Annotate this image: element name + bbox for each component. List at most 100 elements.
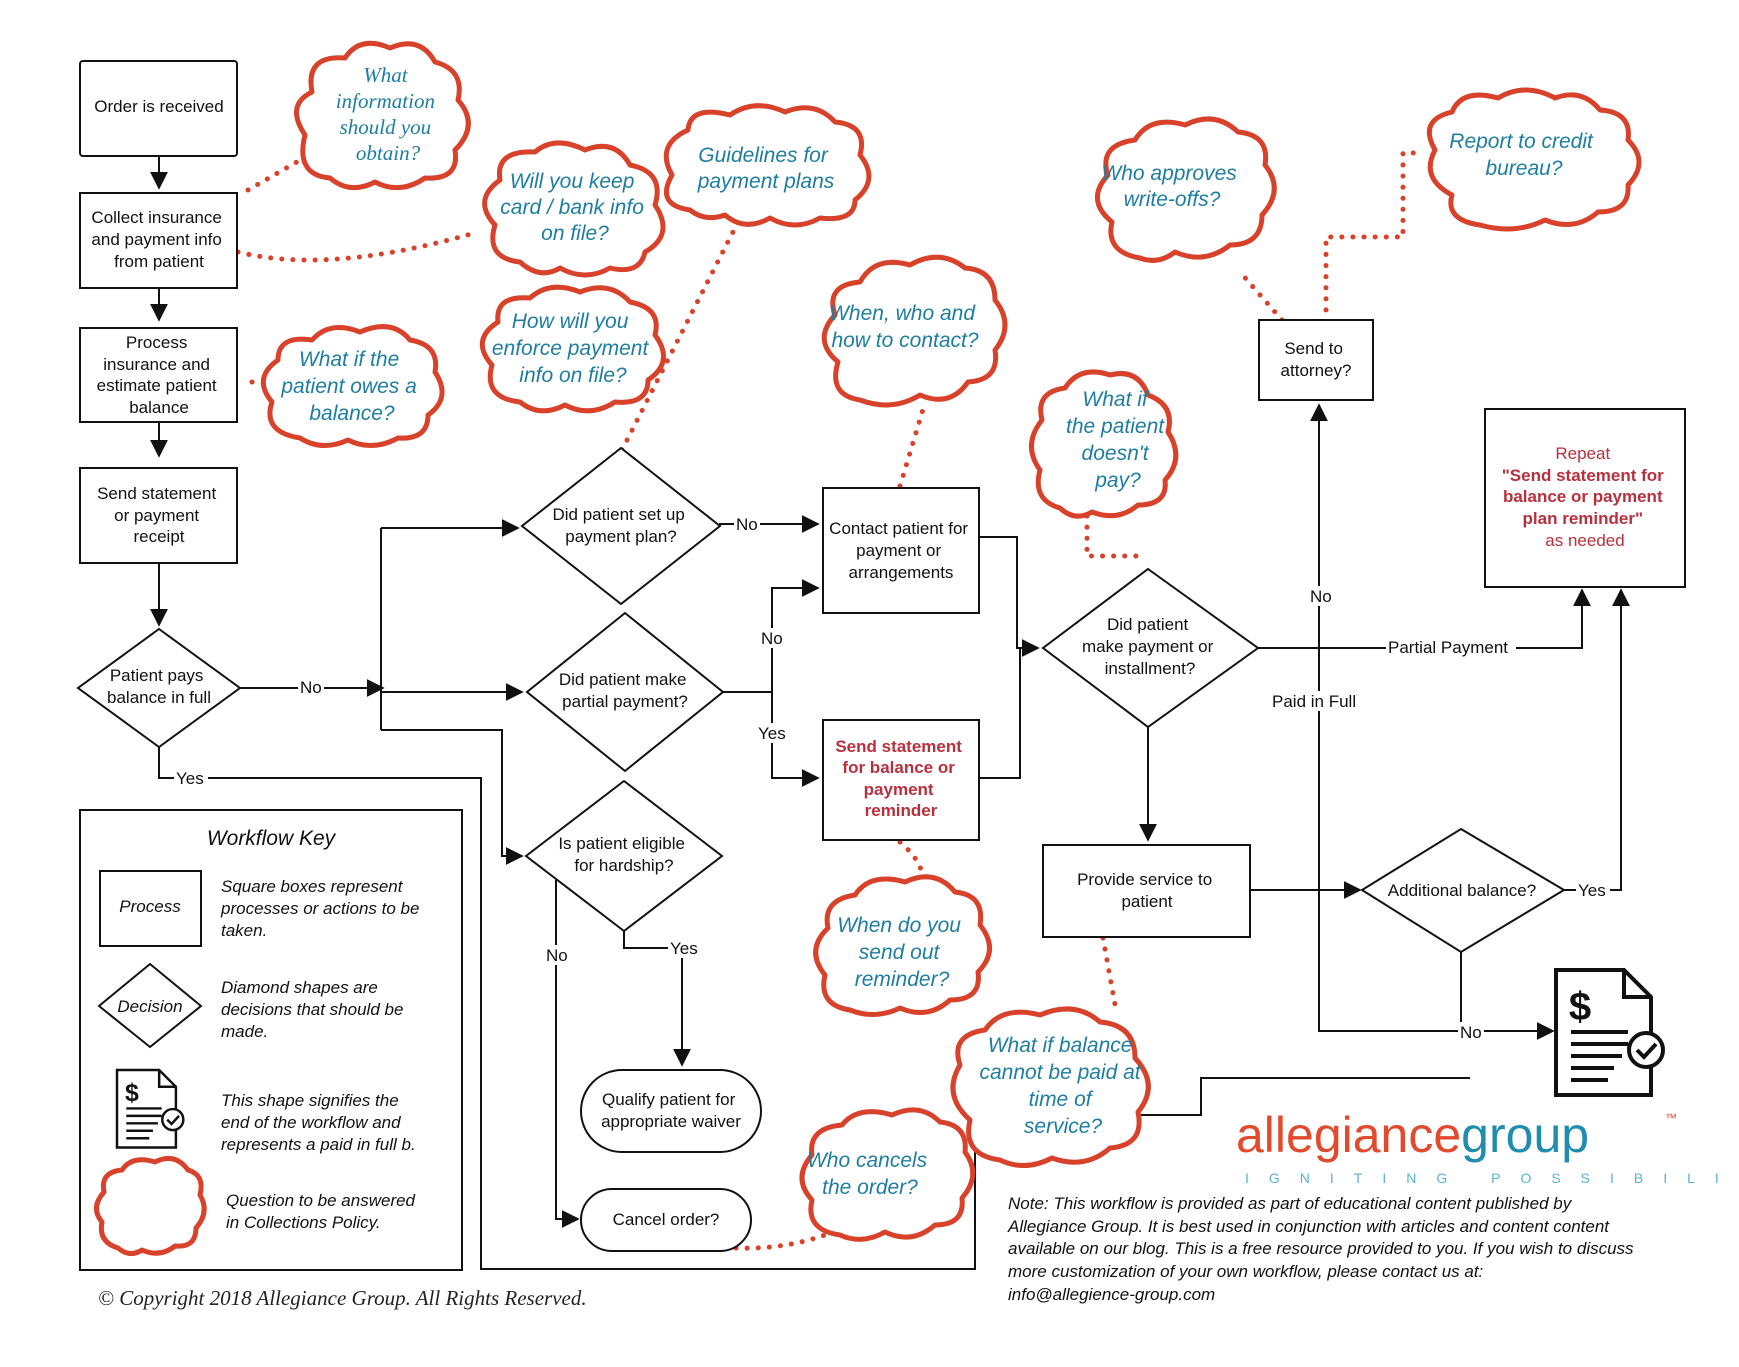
decision-make-payment: Did patient make payment or installment?: [1041, 567, 1260, 729]
edge-label-no: No: [1460, 1023, 1482, 1042]
process-send-attorney: Send to attorney?: [1258, 319, 1374, 401]
logo-tm: ™: [1665, 1111, 1677, 1125]
svg-text:Diamond shapes are decis: Diamond shapes are decisions that should…: [221, 978, 408, 1041]
svg-text:What information s: What information should you obtain?: [336, 63, 440, 165]
node-text: Qualify patient for: [602, 1090, 736, 1109]
svg-text:How will you enforce pay: How will you enforce payment info on fil…: [492, 310, 654, 387]
question-text: bureau?: [1485, 157, 1562, 180]
process-contact-patient: Contact patient for payment or arrangeme…: [822, 487, 980, 614]
node-text: insurance and: [103, 355, 210, 374]
question-text: payment plans: [697, 170, 835, 193]
svg-text:Guidelines for payment p: Guidelines for payment plans: [697, 144, 835, 193]
question-text: card / bank info: [500, 196, 644, 219]
key-process-label: Process: [119, 897, 181, 916]
decision-partial-payment: Did patient make partial payment?: [525, 611, 725, 773]
question-cloud-send-reminder: When do you send out reminder?: [813, 874, 992, 1017]
svg-text:What if balance cannot b: What if balance cannot be paid at time o…: [980, 1034, 1147, 1138]
svg-text:allegiancegroup: allegiancegroup: [1236, 1107, 1589, 1163]
svg-text:Question to be answered: Question to be answered in Collections P…: [226, 1191, 420, 1232]
process-send-reminder: Send statement for balance or payment re…: [822, 719, 980, 841]
node-text: for balance or: [842, 758, 955, 777]
question-text: patient owes a: [280, 375, 416, 398]
node-text: payment or: [856, 541, 941, 560]
process-send-statement: Send statement or payment receipt: [79, 467, 238, 564]
node-text: Collect insurance: [91, 208, 221, 227]
node-text: Process: [126, 333, 187, 352]
key-desc: Diamond shapes are: [221, 978, 378, 997]
edge-label-no: No: [736, 515, 758, 534]
allegiance-group-logo: allegiancegroup ™ IGNITING POSSIBILITIES: [1236, 1107, 1739, 1186]
edge-label-yes: Yes: [176, 769, 204, 788]
question-text: service?: [1024, 1115, 1103, 1138]
svg-text:Send statement or paymen: Send statement or payment receipt: [97, 484, 221, 546]
svg-text:Will you keep card / ban: Will you keep card / bank info on file?: [500, 170, 649, 245]
node-text: receipt: [133, 527, 184, 546]
node-text: Send statement: [835, 737, 962, 756]
process-collect-info: Collect insurance and payment info from …: [79, 192, 238, 289]
question-cloud-what-info: What information should you obtain?: [294, 40, 471, 191]
question-cloud-enforce: How will you enforce payment info on fil…: [480, 284, 666, 414]
node-text: Contact patient for: [829, 519, 968, 538]
question-cloud-write-offs: Who approves write-offs?: [1095, 116, 1277, 263]
key-desc: Square boxes represent: [221, 877, 404, 896]
svg-text:This shape signifies the: This shape signifies the end of the work…: [221, 1091, 416, 1154]
key-desc: This shape signifies the: [221, 1091, 399, 1110]
key-desc: made.: [221, 1022, 268, 1041]
question-text: how to contact?: [831, 329, 978, 352]
question-text: Who cancels: [807, 1149, 928, 1172]
edge-labels: No Yes No No Yes No Yes No Partial Payme…: [174, 514, 1610, 1042]
svg-text:Qualify patient for appr: Qualify patient for appropriate waiver: [601, 1090, 741, 1131]
node-text: Patient pays: [110, 666, 204, 685]
question-cloud-guidelines: Guidelines for payment plans: [663, 103, 872, 228]
logo-tagline: IGNITING POSSIBILITIES: [1245, 1170, 1739, 1186]
key-cloud-shape: [94, 1155, 207, 1256]
key-decision-label: Decision: [117, 997, 182, 1016]
svg-text:$: $: [1569, 985, 1591, 1029]
question-text: the order?: [822, 1176, 918, 1199]
svg-text:What if the patient: What if the patient doesn't pay?: [1066, 388, 1170, 492]
svg-text:Process insurance and: Process insurance and estimate patient b…: [97, 333, 222, 417]
key-desc: Question to be answered: [226, 1191, 416, 1210]
question-text: What: [363, 63, 408, 87]
question-text: time of: [1029, 1088, 1094, 1111]
process-provide-service: Provide service to patient: [1042, 844, 1251, 938]
question-text: should you: [340, 115, 432, 139]
question-text: Who approves: [1101, 162, 1237, 185]
question-cloud-credit-bureau: Report to credit bureau?: [1426, 87, 1642, 232]
svg-text:Who approves write-offs?: Who approves write-offs?: [1101, 162, 1242, 211]
terminal-qualify-waiver: Qualify patient for appropriate waiver: [580, 1069, 762, 1153]
question-text: information: [336, 89, 435, 113]
key-decision-shape: [97, 962, 203, 1049]
key-desc: processes or actions to be: [220, 899, 419, 918]
svg-text:Order is received: Order is received: [94, 97, 223, 116]
question-text: reminder?: [855, 968, 950, 991]
key-process-shape: [99, 870, 202, 947]
svg-text:Report to credit bureau?: Report to credit bureau?: [1449, 130, 1598, 180]
question-text: What if: [1082, 388, 1150, 411]
key-desc: taken.: [221, 921, 267, 940]
question-text: on file?: [541, 222, 609, 245]
node-text: balance or payment: [1503, 487, 1663, 506]
decision-payment-plan: Did patient set up payment plan?: [520, 446, 722, 606]
decision-additional-balance: Additional balance?: [1360, 827, 1566, 954]
svg-text:Additional balance?: Additional balance?: [1388, 881, 1536, 900]
svg-text:Did patient make partial: Did patient make partial payment?: [559, 670, 691, 711]
question-text: Guidelines for: [698, 144, 829, 167]
edge-label-no: No: [1310, 587, 1332, 606]
edge-label-no: No: [761, 629, 783, 648]
svg-text:Square boxes represent p: Square boxes represent processes or acti…: [220, 877, 424, 940]
node-text: payment plan?: [565, 527, 677, 546]
question-cloud-cancels: Who cancels the order?: [799, 1107, 976, 1242]
question-cloud-when-contact: When, who and how to contact?: [821, 254, 1008, 408]
svg-text:Who cancels the order?: Who cancels the order?: [807, 1149, 933, 1199]
svg-text:When, who and how to con: When, who and how to contact?: [829, 302, 981, 352]
node-text: Send to: [1284, 339, 1343, 358]
node-text: partial payment?: [562, 692, 688, 711]
node-text: as needed: [1545, 531, 1624, 550]
key-desc: decisions that should be: [221, 1000, 403, 1019]
node-text: make payment or: [1082, 637, 1214, 656]
node-text: Did patient make: [559, 670, 687, 689]
logo-text: group: [1461, 1107, 1589, 1163]
edge-label-yes: Yes: [1578, 881, 1606, 900]
node-text: Did patient set up: [552, 505, 684, 524]
